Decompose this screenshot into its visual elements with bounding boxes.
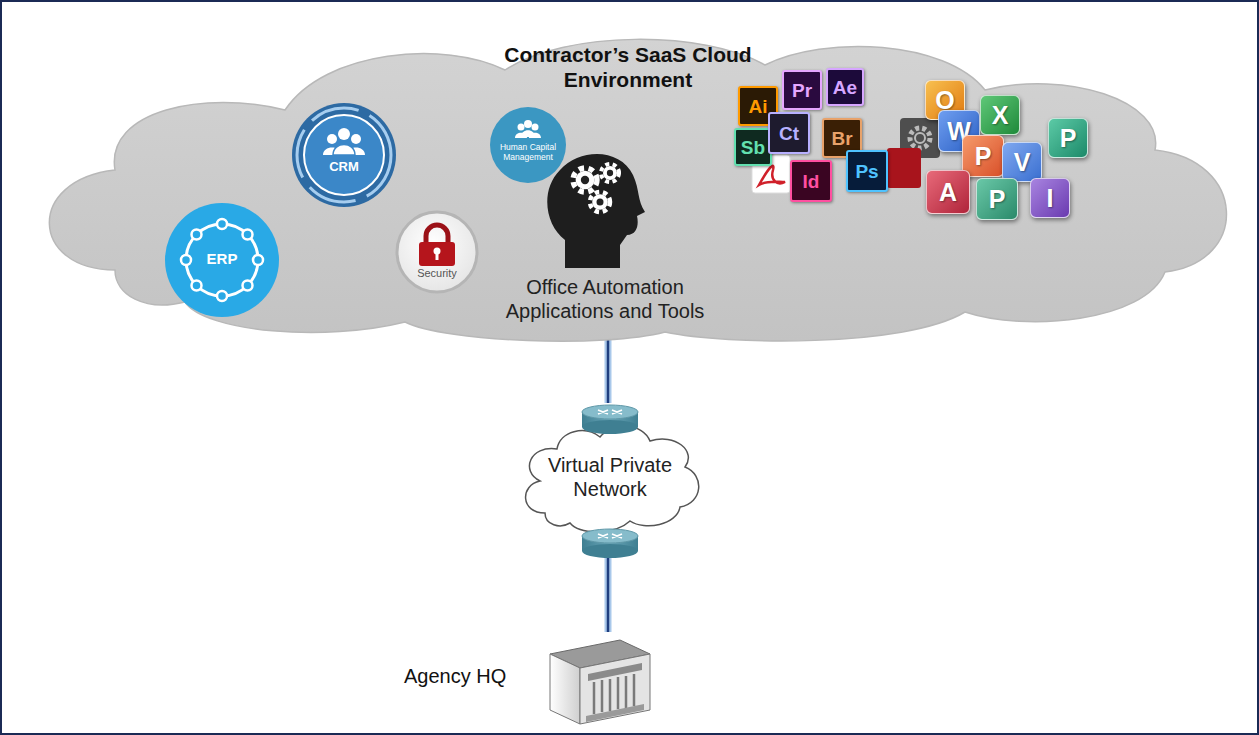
app-tile: Ae bbox=[826, 68, 864, 106]
network-link bbox=[608, 332, 609, 403]
caption-holder: Office Automation Applications and Tools bbox=[485, 275, 725, 323]
app-tile: Ct bbox=[768, 112, 810, 154]
group-caption: Office Automation Applications and Tools bbox=[485, 275, 725, 323]
node-label: ERP bbox=[182, 250, 262, 268]
app-letter: A bbox=[939, 180, 957, 205]
crm-icon-shape bbox=[292, 103, 396, 207]
link-line bbox=[607, 547, 610, 632]
app-letter: Id bbox=[803, 172, 820, 191]
node-label: Contractor’s SaaS Cloud Environment bbox=[503, 42, 753, 92]
app-letter: Sb bbox=[741, 138, 765, 157]
app-tile: Sb bbox=[734, 128, 772, 166]
app-letter: V bbox=[1014, 150, 1031, 175]
link-line bbox=[607, 332, 610, 403]
agency-building: Agency HQ bbox=[400, 632, 660, 727]
vpn-cloud: Virtual Private Network bbox=[515, 403, 705, 557]
app-letter: P bbox=[989, 187, 1006, 212]
network-link bbox=[608, 547, 609, 632]
app-tile: P bbox=[962, 135, 1004, 177]
node-label: Virtual Private Network bbox=[535, 453, 685, 501]
app-letter: P bbox=[975, 144, 992, 169]
app-tile: Id bbox=[790, 160, 832, 202]
app-tile: I bbox=[1030, 178, 1070, 218]
crm-icon: CRM bbox=[292, 103, 396, 207]
app-letter: Ai bbox=[749, 97, 768, 116]
security-icon: Security bbox=[395, 210, 479, 294]
hcm-icon: Human Capital Management bbox=[490, 107, 566, 183]
security-icon-shape bbox=[395, 210, 479, 294]
app-letter: Ps bbox=[855, 162, 878, 181]
app-letter: Ae bbox=[833, 78, 857, 97]
node-label: CRM bbox=[304, 159, 384, 175]
app-letter: X bbox=[992, 103, 1009, 128]
app-tile: V bbox=[1002, 142, 1042, 182]
app-letter: P bbox=[1060, 126, 1077, 151]
app-letter: O bbox=[935, 88, 954, 113]
app-letter: Ct bbox=[779, 124, 799, 143]
app-tile: P bbox=[1048, 118, 1088, 158]
node-label: Agency HQ bbox=[404, 664, 534, 688]
erp-icon: ERP bbox=[165, 203, 279, 317]
app-tile: Pr bbox=[782, 70, 822, 110]
app-letter: I bbox=[1047, 186, 1054, 211]
app-tile: X bbox=[980, 95, 1020, 135]
node-label: Human Capital Management bbox=[498, 142, 558, 162]
node-label: Security bbox=[405, 267, 469, 280]
link-glow bbox=[605, 332, 612, 403]
app-tile: P bbox=[976, 178, 1018, 220]
link-glow bbox=[605, 547, 612, 632]
app-letter: Pr bbox=[792, 81, 812, 100]
app-letter: Br bbox=[831, 129, 852, 148]
app-tile: Ps bbox=[846, 150, 888, 192]
app-tile: A bbox=[926, 170, 970, 214]
